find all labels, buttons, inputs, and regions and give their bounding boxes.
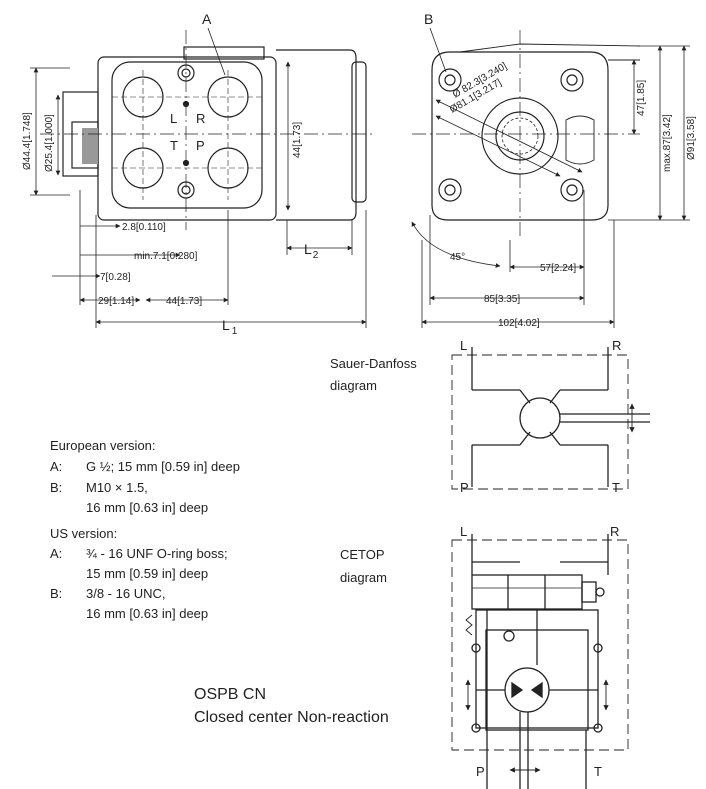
dim-h-44: 44[1.73]: [292, 122, 303, 158]
front-view: [40, 27, 372, 230]
dim-l2: L2: [304, 241, 319, 261]
dim-angle-45: 45°: [450, 252, 465, 263]
cetop-title-line2: diagram: [340, 570, 387, 585]
us-b-value-2: 16 mm [0.63 in] deep: [86, 606, 209, 621]
callout-b-leader: [429, 27, 447, 73]
european-b-key: B:: [50, 480, 63, 495]
dim-102: 102[4.02]: [498, 318, 540, 329]
us-b-key: B:: [50, 586, 63, 601]
sauer-port-t: T: [612, 480, 620, 495]
housing-top-cap: [183, 46, 265, 60]
callout-a-leader: [207, 27, 226, 76]
cetop-title-line1: CETOP: [340, 547, 385, 562]
sauer-port-p: P: [460, 480, 469, 495]
dim-max-87: max.87[3.42]: [662, 114, 673, 172]
sauer-title-line2: diagram: [330, 378, 377, 393]
dim-min-7-1: min.7.1[0.280]: [134, 251, 198, 262]
sauer-port-r: R: [612, 338, 621, 353]
dim-2-8: 2.8[0.110]: [122, 222, 166, 233]
us-a-value-2: 15 mm [0.59 in] deep: [86, 566, 209, 581]
dim-44-bottom: 44[1.73]: [166, 296, 202, 307]
side-bolt-bl: [438, 178, 462, 202]
cetop-port-t: T: [594, 764, 602, 779]
callout-a-label: A: [202, 11, 212, 27]
sauer-title-line1: Sauer-Danfoss: [330, 356, 417, 371]
us-heading: US version:: [50, 526, 118, 541]
port-p-label: P: [196, 138, 205, 153]
side-dimensions: [411, 45, 690, 328]
european-b-value-2: 16 mm [0.63 in] deep: [86, 500, 209, 515]
european-b-value-1: M10 × 1.5,: [86, 480, 148, 495]
dim-29: 29[1.14]: [98, 296, 134, 307]
side-housing: [431, 51, 609, 221]
cetop-port-p: P: [476, 764, 485, 779]
gear-housing: [276, 49, 357, 221]
dim-7: 7[0.28]: [100, 272, 131, 283]
european-a-key: A:: [50, 459, 63, 474]
cetop-port-r: R: [610, 524, 619, 539]
port-r-label: R: [196, 111, 205, 126]
sauer-center-valve: [519, 397, 561, 439]
european-a-value: G ½; 15 mm [0.59 in] deep: [86, 459, 240, 474]
bolt-top-inner: [181, 68, 191, 78]
dim-85: 85[3.35]: [484, 294, 520, 305]
us-b-value-1: 3/8 - 16 UNC,: [86, 586, 166, 601]
dim-dia-91: Ø91[3.58]: [686, 116, 697, 160]
european-heading: European version:: [50, 438, 156, 453]
front-dimensions: [30, 61, 367, 328]
side-bolt-tl: [438, 68, 462, 92]
cetop-diagram: [451, 534, 629, 789]
dim-47: 47[1.85]: [636, 80, 647, 116]
side-top-edge: [459, 43, 641, 53]
end-cover: [351, 61, 367, 203]
callout-b-label: B: [424, 11, 433, 27]
sauer-port-l: L: [460, 338, 467, 353]
spring-symbol: [465, 614, 473, 636]
product-subtitle: Closed center Non-reaction: [194, 709, 389, 726]
dim-57: 57[2.24]: [540, 263, 576, 274]
shaft-spline: [82, 128, 98, 164]
us-a-value-1: ¾ - 16 UNF O-ring boss;: [86, 546, 228, 561]
product-title: OSPB CN: [194, 686, 267, 703]
us-a-key: A:: [50, 546, 63, 561]
cetop-port-l: L: [460, 524, 467, 539]
sauer-danfoss-diagram: [451, 347, 650, 490]
side-bolt-br: [560, 178, 584, 202]
port-face: [111, 61, 263, 209]
cetop-frame: [451, 539, 629, 751]
port-l-label: L: [170, 111, 177, 126]
side-notch: [565, 115, 595, 165]
cetop-spool: [471, 574, 583, 610]
dim-dia-25-4: Ø25.4[1.000]: [44, 114, 55, 172]
side-bolt-tr: [560, 68, 584, 92]
dim-dia-44-4: Ø44.4[1.748]: [22, 112, 33, 170]
port-t-label: T: [170, 138, 178, 153]
side-view: [412, 27, 641, 240]
angle-arc: [411, 221, 501, 268]
